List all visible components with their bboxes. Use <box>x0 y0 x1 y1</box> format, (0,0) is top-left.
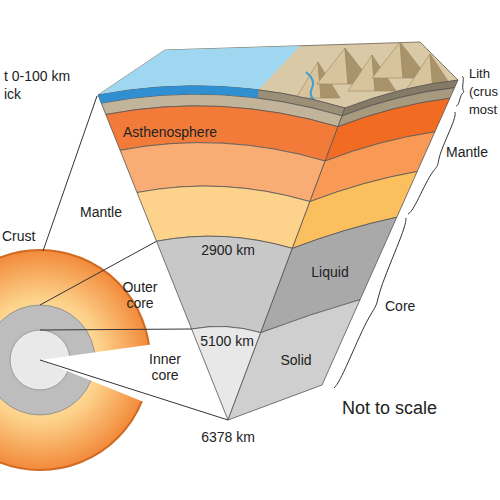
layer-side <box>228 300 360 420</box>
cropped-label: t 0-100 km <box>4 68 70 84</box>
layer-label: Mantle <box>80 204 122 220</box>
cropped-label: (crus <box>469 84 498 99</box>
depth-label: 2900 km <box>201 242 255 258</box>
state-label: Solid <box>280 352 311 368</box>
mountain-face <box>348 55 375 91</box>
globe-notch <box>40 344 154 403</box>
layer-label: Outer core <box>115 279 165 311</box>
leader-line <box>40 329 192 330</box>
mountain-face <box>372 42 403 78</box>
cropped-label: ick <box>4 86 21 102</box>
bracket <box>456 76 464 106</box>
depth-label: 6378 km <box>201 429 255 445</box>
bracket <box>408 112 455 214</box>
mountain-face <box>317 48 348 84</box>
cropped-label: most <box>469 102 497 117</box>
layer-label: Core <box>385 298 415 314</box>
layer-label: Crust <box>2 228 35 244</box>
leader-line <box>40 360 228 420</box>
leader-line <box>43 96 97 251</box>
river <box>306 72 316 102</box>
cropped-label: Lith <box>469 66 490 81</box>
state-label: Liquid <box>311 264 348 280</box>
ocean-water <box>98 86 259 103</box>
layer-label: Asthenosphere <box>123 124 217 140</box>
note-text: Not to scale <box>342 398 437 419</box>
mountain-face <box>296 62 321 98</box>
layer-label: Inner core <box>142 351 188 383</box>
layer-label: Mantle <box>446 144 488 160</box>
depth-label: 5100 km <box>200 333 254 349</box>
